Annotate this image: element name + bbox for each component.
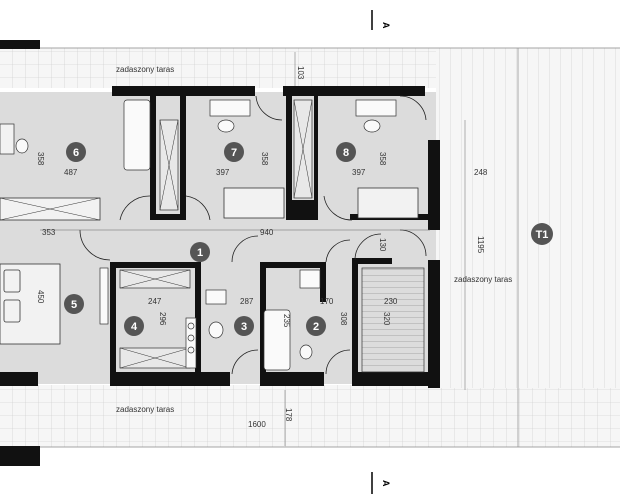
section-marker-top: A <box>371 10 391 30</box>
dim-358-b: 358 <box>260 152 269 166</box>
dim-296: 296 <box>158 312 167 326</box>
svg-text:3: 3 <box>241 321 247 333</box>
dim-320: 320 <box>382 312 391 326</box>
dim-358-a: 358 <box>36 152 45 166</box>
svg-text:T1: T1 <box>536 229 549 241</box>
dim-487: 487 <box>64 168 78 177</box>
svg-text:4: 4 <box>131 321 138 333</box>
svg-text:7: 7 <box>231 147 237 159</box>
room-badge-4: 4 <box>124 316 144 336</box>
svg-text:8: 8 <box>343 147 349 159</box>
dim-170: 170 <box>320 297 334 306</box>
bath-fixtures <box>99 99 397 371</box>
dim-178: 178 <box>284 408 293 422</box>
dim-235: 235 <box>282 314 291 328</box>
dim-940: 940 <box>260 228 274 237</box>
dim-1600: 1600 <box>248 420 266 429</box>
room-badge-7: 7 <box>224 142 244 162</box>
dim-450: 450 <box>36 290 45 304</box>
room-badge-3: 3 <box>234 316 254 336</box>
svg-text:A: A <box>381 480 391 487</box>
room-badge-T1: T1 <box>531 223 553 245</box>
terrace-right-label: zadaszony taras <box>454 275 512 284</box>
dim-230: 230 <box>384 297 398 306</box>
dim-103: 103 <box>296 66 305 80</box>
terrace-right <box>436 48 620 388</box>
room-badge-5: 5 <box>64 294 84 314</box>
terrace-bottom <box>0 385 620 447</box>
room-badges: 6 7 8 1 5 4 3 2 T1 <box>64 142 553 336</box>
dim-130: 130 <box>378 238 387 252</box>
dim-397-a: 397 <box>216 168 230 177</box>
room-badge-2: 2 <box>306 316 326 336</box>
terrace-top-label: zadaszony taras <box>116 65 174 74</box>
terrace-bottom-label: zadaszony taras <box>116 405 174 414</box>
section-marker-bottom: A <box>371 472 391 494</box>
corner-slab-top-left <box>0 40 40 49</box>
dim-353: 353 <box>42 228 56 237</box>
corner-slab-bottom-left <box>0 446 40 466</box>
svg-text:A: A <box>381 22 391 29</box>
furniture-beds <box>0 187 419 345</box>
dimension-labels: 103 358 487 397 358 397 358 248 353 940 … <box>36 66 488 429</box>
dim-287: 287 <box>240 297 254 306</box>
room-badge-8: 8 <box>336 142 356 162</box>
svg-text:6: 6 <box>73 147 79 159</box>
room-badge-1: 1 <box>190 242 210 262</box>
terrace-top <box>0 48 440 88</box>
dim-308: 308 <box>339 312 348 326</box>
dim-248: 248 <box>474 168 488 177</box>
furniture-wardrobes <box>119 99 313 369</box>
dim-358-c: 358 <box>378 152 387 166</box>
svg-text:2: 2 <box>313 321 319 333</box>
dim-1195: 1195 <box>476 236 485 254</box>
svg-text:5: 5 <box>71 299 77 311</box>
stairs <box>361 267 425 373</box>
dim-247: 247 <box>148 297 162 306</box>
svg-text:1: 1 <box>197 247 203 259</box>
dim-397-b: 397 <box>352 168 366 177</box>
interior-walls <box>110 96 430 386</box>
room-badge-6: 6 <box>66 142 86 162</box>
